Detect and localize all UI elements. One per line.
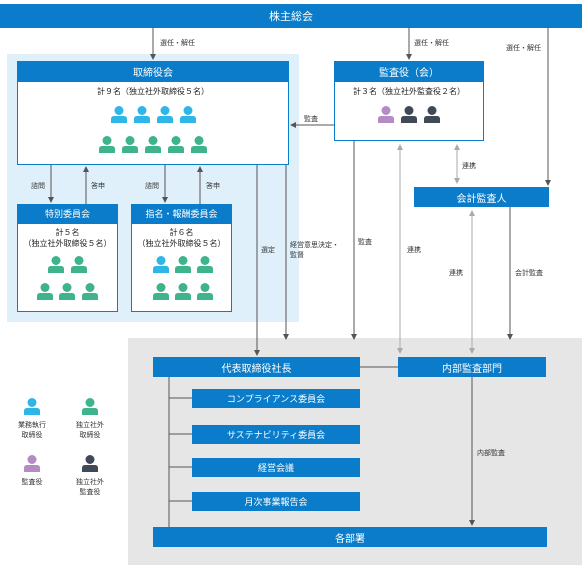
label-audit-board: 監査 bbox=[304, 115, 318, 123]
outside-director-icon bbox=[145, 136, 161, 153]
outside-director-icon bbox=[48, 256, 64, 273]
committee-sustainability: サステナビリティ委員会 bbox=[192, 425, 360, 444]
internal-audit-bar: 内部監査部門 bbox=[398, 357, 546, 377]
label-consult-2: 諮問 bbox=[145, 182, 159, 190]
shareholders-meeting-bar: 株主総会 bbox=[0, 4, 582, 28]
audit-board-title: 監査役（会） bbox=[334, 61, 484, 81]
audit-board-members: 計３名（独立社外監査役２名） bbox=[353, 87, 465, 96]
outside-director-icon bbox=[99, 136, 115, 153]
legend-outside-director-label: 独立社外取締役 bbox=[76, 421, 104, 439]
label-consult-1: 諮問 bbox=[31, 182, 45, 190]
label-select: 選定 bbox=[261, 246, 275, 254]
board-title: 取締役会 bbox=[17, 61, 289, 81]
special-committee-title: 特別委員会 bbox=[17, 204, 118, 223]
outside-auditor-icon bbox=[82, 455, 98, 472]
label-report-2: 答申 bbox=[206, 182, 220, 190]
exec-director-icon bbox=[157, 106, 173, 123]
label-mgmt-decision-1: 経営意思決定・ bbox=[290, 241, 339, 249]
label-audit: 監査 bbox=[358, 238, 372, 246]
legend-exec-director-label: 業務執行取締役 bbox=[18, 421, 46, 439]
accounting-auditor-bar: 会計監査人 bbox=[414, 187, 549, 207]
label-cooperation-internal: 連携 bbox=[407, 246, 421, 254]
exec-director-icon bbox=[111, 106, 127, 123]
outside-director-icon bbox=[82, 398, 98, 415]
outside-director-icon bbox=[71, 256, 87, 273]
outside-director-icon bbox=[122, 136, 138, 153]
outside-director-icon bbox=[197, 256, 213, 273]
legend-outside-auditor-label: 独立社外監査役 bbox=[76, 478, 104, 496]
outside-director-icon bbox=[59, 283, 75, 300]
auditor-icon bbox=[24, 455, 40, 472]
label-mgmt-decision-2: 監督 bbox=[290, 251, 304, 259]
outside-director-icon bbox=[82, 283, 98, 300]
special-committee-detail: （独立社外取締役５名） bbox=[23, 239, 112, 248]
outside-director-icon bbox=[37, 283, 53, 300]
label-cooperation-accounting-internal: 連携 bbox=[449, 269, 463, 277]
committee-compliance: コンプライアンス委員会 bbox=[192, 389, 360, 408]
outside-director-icon bbox=[153, 283, 169, 300]
outside-director-icon bbox=[168, 136, 184, 153]
label-report-1: 答申 bbox=[91, 182, 105, 190]
label-accounting-audit: 会計監査 bbox=[515, 269, 543, 277]
audit-board-body: 計３名（独立社外監査役２名） bbox=[334, 81, 484, 141]
outside-director-icon bbox=[175, 283, 191, 300]
special-committee-body: 計５名 （独立社外取締役５名） bbox=[17, 223, 118, 312]
outside-auditor-icon bbox=[401, 106, 417, 123]
label-cooperation-accounting: 連携 bbox=[462, 162, 476, 170]
nomination-committee-detail: （独立社外取締役５名） bbox=[137, 239, 226, 248]
exec-director-icon bbox=[180, 106, 196, 123]
nomination-committee-count: 計６名 bbox=[169, 228, 194, 237]
exec-director-icon bbox=[153, 256, 169, 273]
president-bar: 代表取締役社長 bbox=[153, 357, 360, 377]
exec-director-icon bbox=[24, 398, 40, 415]
board-members: 計９名（独立社外取締役５名） bbox=[97, 87, 209, 96]
nomination-committee-title: 指名・報酬委員会 bbox=[131, 204, 232, 223]
label-elect-dismiss-board: 選任・解任 bbox=[160, 39, 195, 47]
outside-director-icon bbox=[175, 256, 191, 273]
outside-auditor-icon bbox=[424, 106, 440, 123]
departments-bar: 各部署 bbox=[153, 527, 547, 547]
label-elect-dismiss-audit: 選任・解任 bbox=[414, 39, 449, 47]
auditor-icon bbox=[378, 106, 394, 123]
committee-monthly-report: 月次事業報告会 bbox=[192, 492, 360, 511]
outside-director-icon bbox=[191, 136, 207, 153]
committee-management-meeting: 経営会議 bbox=[192, 458, 360, 477]
legend-auditor-label: 監査役 bbox=[21, 478, 43, 486]
exec-director-icon bbox=[134, 106, 150, 123]
label-internal-audit: 内部監査 bbox=[477, 449, 505, 457]
outside-director-icon bbox=[197, 283, 213, 300]
special-committee-count: 計５名 bbox=[55, 228, 80, 237]
label-elect-dismiss-accounting: 選任・解任 bbox=[506, 44, 541, 52]
